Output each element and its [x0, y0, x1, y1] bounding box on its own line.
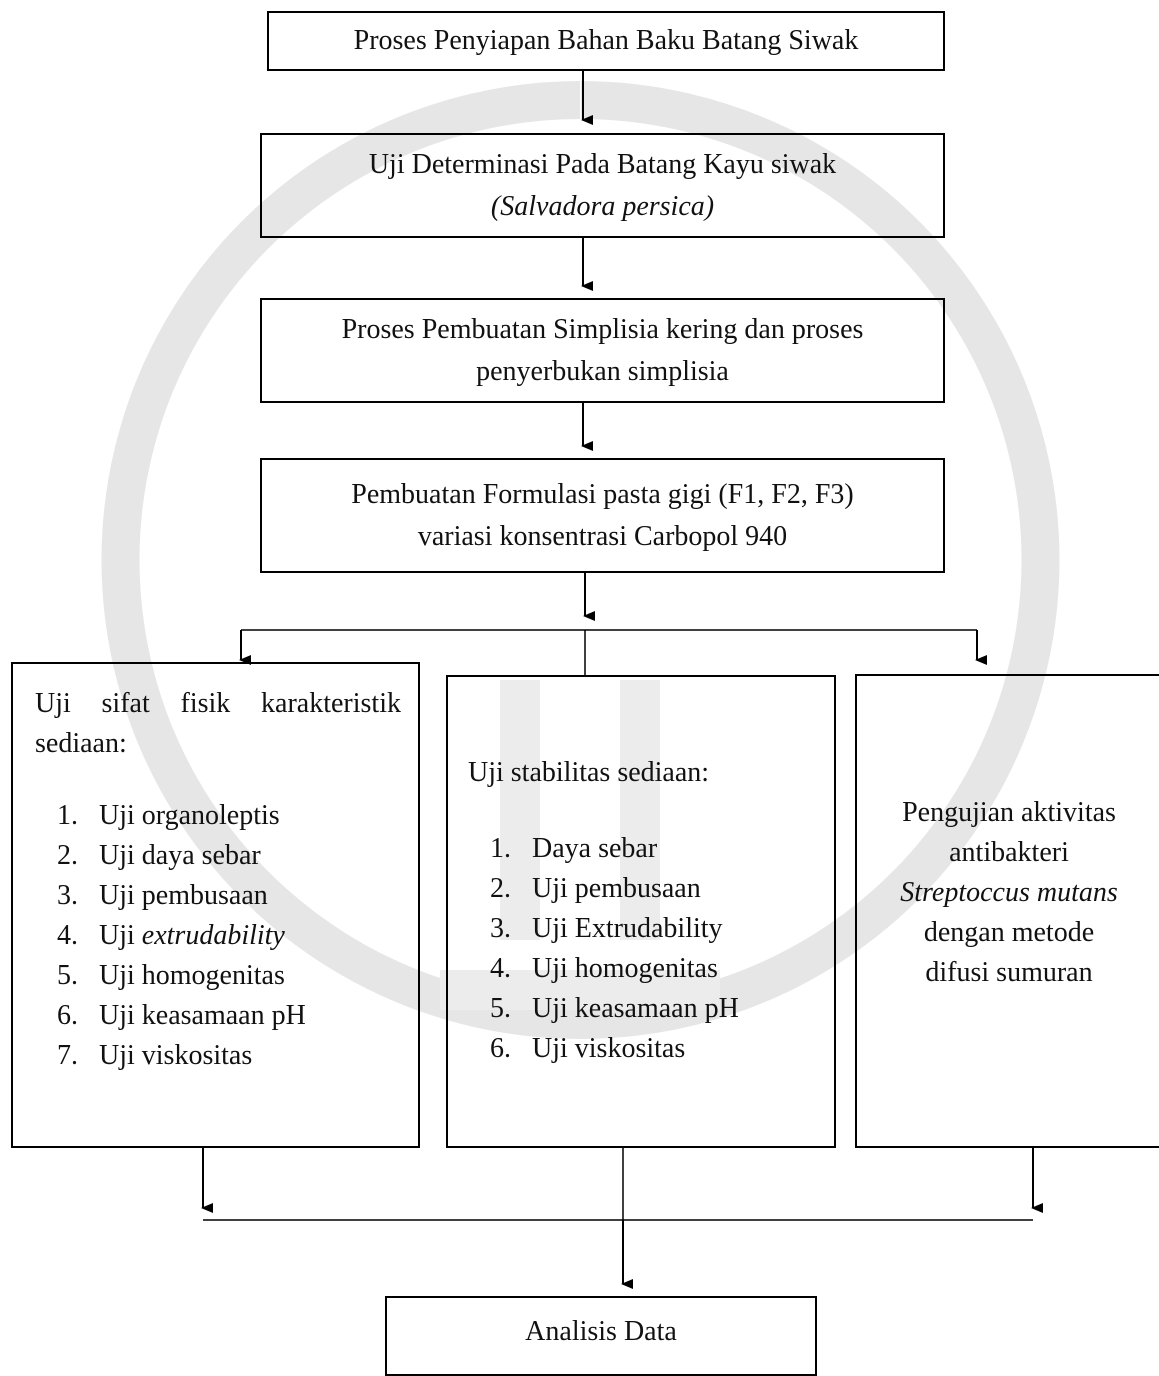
stability-tests-heading: Uji stabilitas sediaan:	[468, 757, 710, 788]
step3-box: Proses Pembuatan Simplisia kering dan pr…	[260, 298, 945, 403]
step1-box: Proses Penyiapan Bahan Baku Batang Siwak	[267, 11, 945, 71]
physical-test-item: Uji extrudability	[85, 916, 475, 956]
step4-label-line2: variasi konsentrasi Carbopol 940	[417, 520, 788, 552]
final-analysis-label: Analisis Data	[525, 1316, 677, 1347]
bacteria-name: Streptoccus mutans	[900, 877, 1118, 908]
physical-test-item: Uji organoleptis	[85, 796, 475, 836]
step2-species: (Salvadora persica)	[490, 190, 715, 222]
stability-test-item: Uji Extrudability	[518, 909, 888, 949]
stability-tests-box: Uji stabilitas sediaan: Daya sebar Uji p…	[446, 675, 836, 1148]
step4-label-line1: Pembuatan Formulasi pasta gigi (F1, F2, …	[351, 478, 854, 510]
physical-test-item: Uji keasamaan pH	[85, 996, 475, 1036]
step1-label: Proses Penyiapan Bahan Baku Batang Siwak	[353, 25, 859, 56]
physical-test-item: Uji pembusaan	[85, 876, 475, 916]
stability-test-item: Daya sebar	[518, 829, 888, 869]
step3-label-line1: Proses Pembuatan Simplisia kering dan pr…	[341, 313, 864, 345]
final-analysis-box: Analisis Data	[385, 1296, 817, 1376]
step4-box: Pembuatan Formulasi pasta gigi (F1, F2, …	[260, 458, 945, 573]
physical-tests-heading: Uji sifat fisik karakteristik sediaan:	[35, 688, 401, 759]
antibacterial-test-text: Pengujian aktivitas antibakteri Streptoc…	[857, 793, 1159, 993]
physical-test-item: Uji viskositas	[85, 1036, 475, 1076]
stability-test-item: Uji pembusaan	[518, 869, 888, 909]
stability-test-item: Uji viskositas	[518, 1029, 888, 1069]
step3-label-line2: penyerbukan simplisia	[476, 355, 729, 387]
step2-label: Uji Determinasi Pada Batang Kayu siwak	[368, 148, 837, 180]
step2-box: Uji Determinasi Pada Batang Kayu siwak (…	[260, 133, 945, 238]
stability-test-item: Uji keasamaan pH	[518, 989, 888, 1029]
stability-tests-list: Daya sebar Uji pembusaan Uji Extrudabili…	[458, 829, 888, 1069]
antibacterial-test-box: Pengujian aktivitas antibakteri Streptoc…	[855, 674, 1159, 1148]
physical-test-item: Uji daya sebar	[85, 836, 475, 876]
physical-test-item: Uji homogenitas	[85, 956, 475, 996]
physical-tests-list: Uji organoleptis Uji daya sebar Uji pemb…	[25, 796, 475, 1076]
physical-tests-box: Uji sifat fisik karakteristik sediaan: U…	[11, 662, 420, 1148]
stability-test-item: Uji homogenitas	[518, 949, 888, 989]
